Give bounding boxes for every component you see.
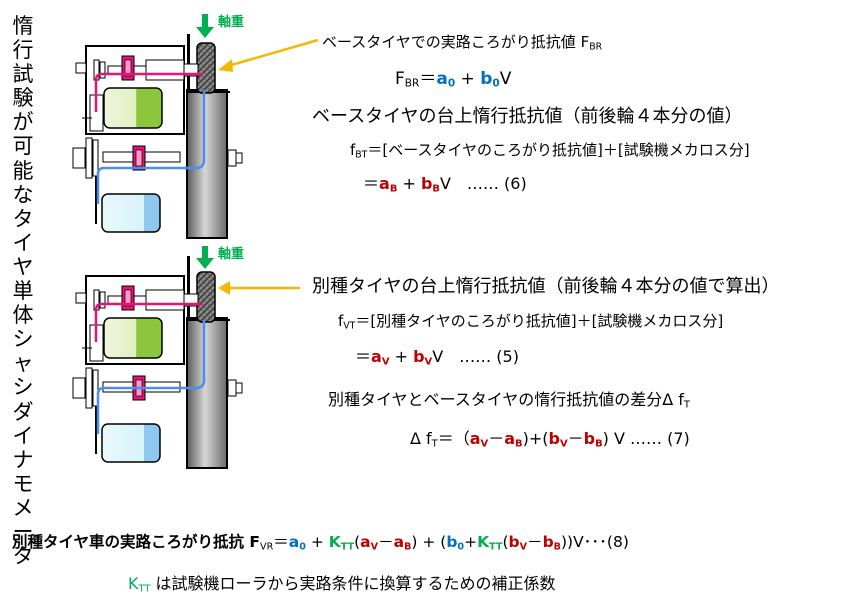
base-real-road-label: ベースタイヤでの実路ころがり抵抗値 FBR	[322, 33, 603, 53]
vertical-title: 惰行試験が可能なタイヤ単体シャシダイナモメータ	[12, 14, 34, 569]
pointer-arrow-top	[218, 38, 319, 72]
pointer-arrow-bottom	[218, 281, 300, 295]
base-bench-heading: ベースタイヤの台上惰行抵抗値（前後輪４本分の値）	[312, 106, 743, 127]
roller-top	[186, 89, 228, 239]
equation-fbt: fBT＝[ベースタイヤのころがり抵抗値]＋[試験機メカロス分]	[350, 141, 750, 161]
bottom-lower-unit	[72, 367, 243, 463]
force-path-pink-bottom	[94, 302, 203, 342]
tire-bottom	[196, 271, 216, 323]
force-path-pink-top	[94, 72, 203, 112]
equation-fvt: fVT＝[別種タイヤのころがり抵抗値]＋[試験機メカロス分]	[338, 312, 724, 332]
equation-8: 別種タイヤ車の実路ころがり抵抗 FVR＝a0 + KTT(aV－aB) + (b…	[12, 533, 629, 553]
load-arrow-top	[196, 14, 214, 38]
bottom-unit	[75, 256, 230, 469]
equation-fbr: FBR＝a0 + b0V	[395, 69, 512, 90]
difference-heading: 別種タイヤとベースタイヤの惰行抵抗値の差分Δ fT	[328, 390, 690, 411]
equation-6: ＝aB + bBV ‥‥‥ (6)	[363, 174, 527, 195]
equation-7: Δ fT＝（aV－aB)+(bV－bB) V ‥‥‥ (7)	[410, 429, 690, 450]
equation-5: ＝aV + bVV ‥‥‥ (5)	[355, 347, 519, 368]
load-label-top: 軸重	[218, 15, 245, 30]
load-label-bottom: 軸重	[218, 247, 245, 262]
roller-bottom	[186, 317, 228, 469]
top-unit	[75, 34, 230, 239]
load-arrow-bottom	[196, 246, 214, 269]
ktt-note: KTT は試験機ローラから実路条件に換算するための補正係数	[128, 574, 556, 595]
tire-top	[196, 42, 216, 94]
top-lower-unit	[72, 137, 243, 233]
other-bench-heading: 別種タイヤの台上惰行抵抗値（前後輪４本分の値で算出）	[312, 276, 780, 297]
